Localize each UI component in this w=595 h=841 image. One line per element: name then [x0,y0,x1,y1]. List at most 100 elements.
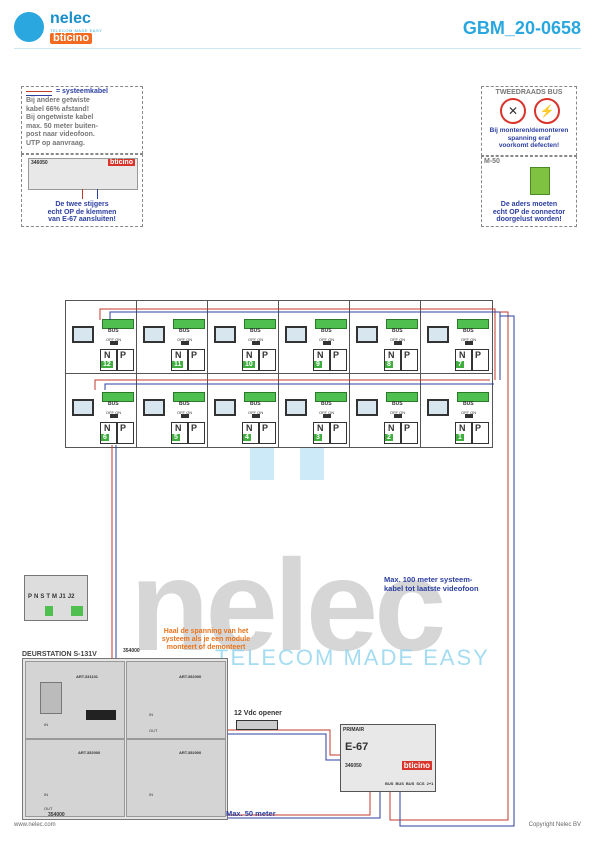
n-label: N [246,423,253,433]
bus-label: BUS [463,328,474,334]
p-label: P [404,350,411,360]
door-opener-icon [236,720,278,730]
door-station-title: DEURSTATION S-131V [22,651,97,658]
termination-switch-icon [181,414,189,418]
bus-terminal-icon [386,319,418,329]
monitor-icon [143,399,165,416]
wire-row2-red [94,379,490,390]
p-label: P [120,423,127,433]
button-module-top: ART.352000 IN OUT [126,661,226,739]
termination-switch-icon [465,414,473,418]
videophone-number: 3 [314,434,322,441]
no-voltage-icon: ⚡ [534,98,560,124]
terminal-green-icon [45,606,53,616]
offon-label: OFF ON [248,337,264,342]
logo-name: nelec [50,10,91,27]
n-label: N [459,423,466,433]
monitor-icon [72,399,94,416]
termination-switch-icon [323,341,331,345]
monitor-icon [285,326,307,343]
termination-switch-icon [252,341,260,345]
n-label: N [388,350,395,360]
terminal-jumper-icon [71,606,83,616]
terminal-label: N [34,594,39,600]
videophone-number: 6 [101,434,109,441]
module-bottom-code: 354000 [48,812,65,818]
terminal-label: P [28,594,33,600]
bus-terminal-icon [457,319,489,329]
monitor-icon [72,326,94,343]
n-label: N [317,423,324,433]
p-label: P [333,350,340,360]
nelec-logo-icon [14,12,44,42]
videophone-number: 12 [101,361,113,368]
n-label: N [459,350,466,360]
wire-top-blue [109,311,501,380]
offon-label: OFF ON [390,337,406,342]
no-plug-icon: ✕ [500,98,526,124]
videophone-number: 9 [314,361,322,368]
termination-switch-icon [110,341,118,345]
n-label: N [388,423,395,433]
monitor-icon [427,326,449,343]
monitor-icon [356,326,378,343]
bus-label: BUS [321,328,332,334]
n-label: N [104,423,111,433]
module-top-code: 354000 [123,648,140,654]
opener-label: 12 Vdc opener [234,710,282,717]
bus-terminal-icon [244,392,276,402]
p-label: P [262,423,269,433]
offon-label: OFF ON [319,337,335,342]
door-station: ART.331101 IN ART.352000 IN OUT ART.3520… [22,658,228,820]
e67-device-icon: 346050 bticino [28,158,138,190]
monitor-icon [214,326,236,343]
terminal-label: M [52,594,58,600]
monitor-icon [214,399,236,416]
display-strip [86,710,116,720]
terminal-label: S [40,594,45,600]
bus-terminal-icon [173,392,205,402]
m50-label: M-50 [484,158,500,165]
p-label: P [475,350,482,360]
termination-switch-icon [110,414,118,418]
bus-terminal-icon [457,392,489,402]
footer-copyright: Copyright Nelec BV [528,822,581,828]
n-label: N [246,350,253,360]
monitor-icon [427,399,449,416]
m50-connector-icon [530,167,550,195]
offon-label: OFF ON [461,410,477,415]
wire-row2-blue [104,383,494,390]
p-label: P [262,350,269,360]
wire-top-red [99,308,496,380]
note-right-title: TWEEDRAADS BUS [495,89,563,96]
power-terminal-label: 2+1 [426,781,434,786]
power-terminal-label: BUS [385,781,394,786]
p-label: P [404,423,411,433]
bus-terminal-icon [315,319,347,329]
document-code: GBM_20-0658 [462,18,581,38]
videophone-number: 8 [385,361,393,368]
videophone-number: 5 [172,434,180,441]
monitor-icon [356,399,378,416]
footer-website: www.nelec.com [14,822,56,828]
wire-riser-blue [399,315,515,827]
monitor-icon [143,326,165,343]
logo-brand: bticino [50,33,93,44]
systemcable-legend: = systeemkabel [56,88,108,95]
bus-label: BUS [250,328,261,334]
offon-label: OFF ON [177,337,193,342]
n-label: N [317,350,324,360]
bus-terminal-icon [244,319,276,329]
terminal-label: T [46,594,51,600]
header-divider [14,48,581,49]
